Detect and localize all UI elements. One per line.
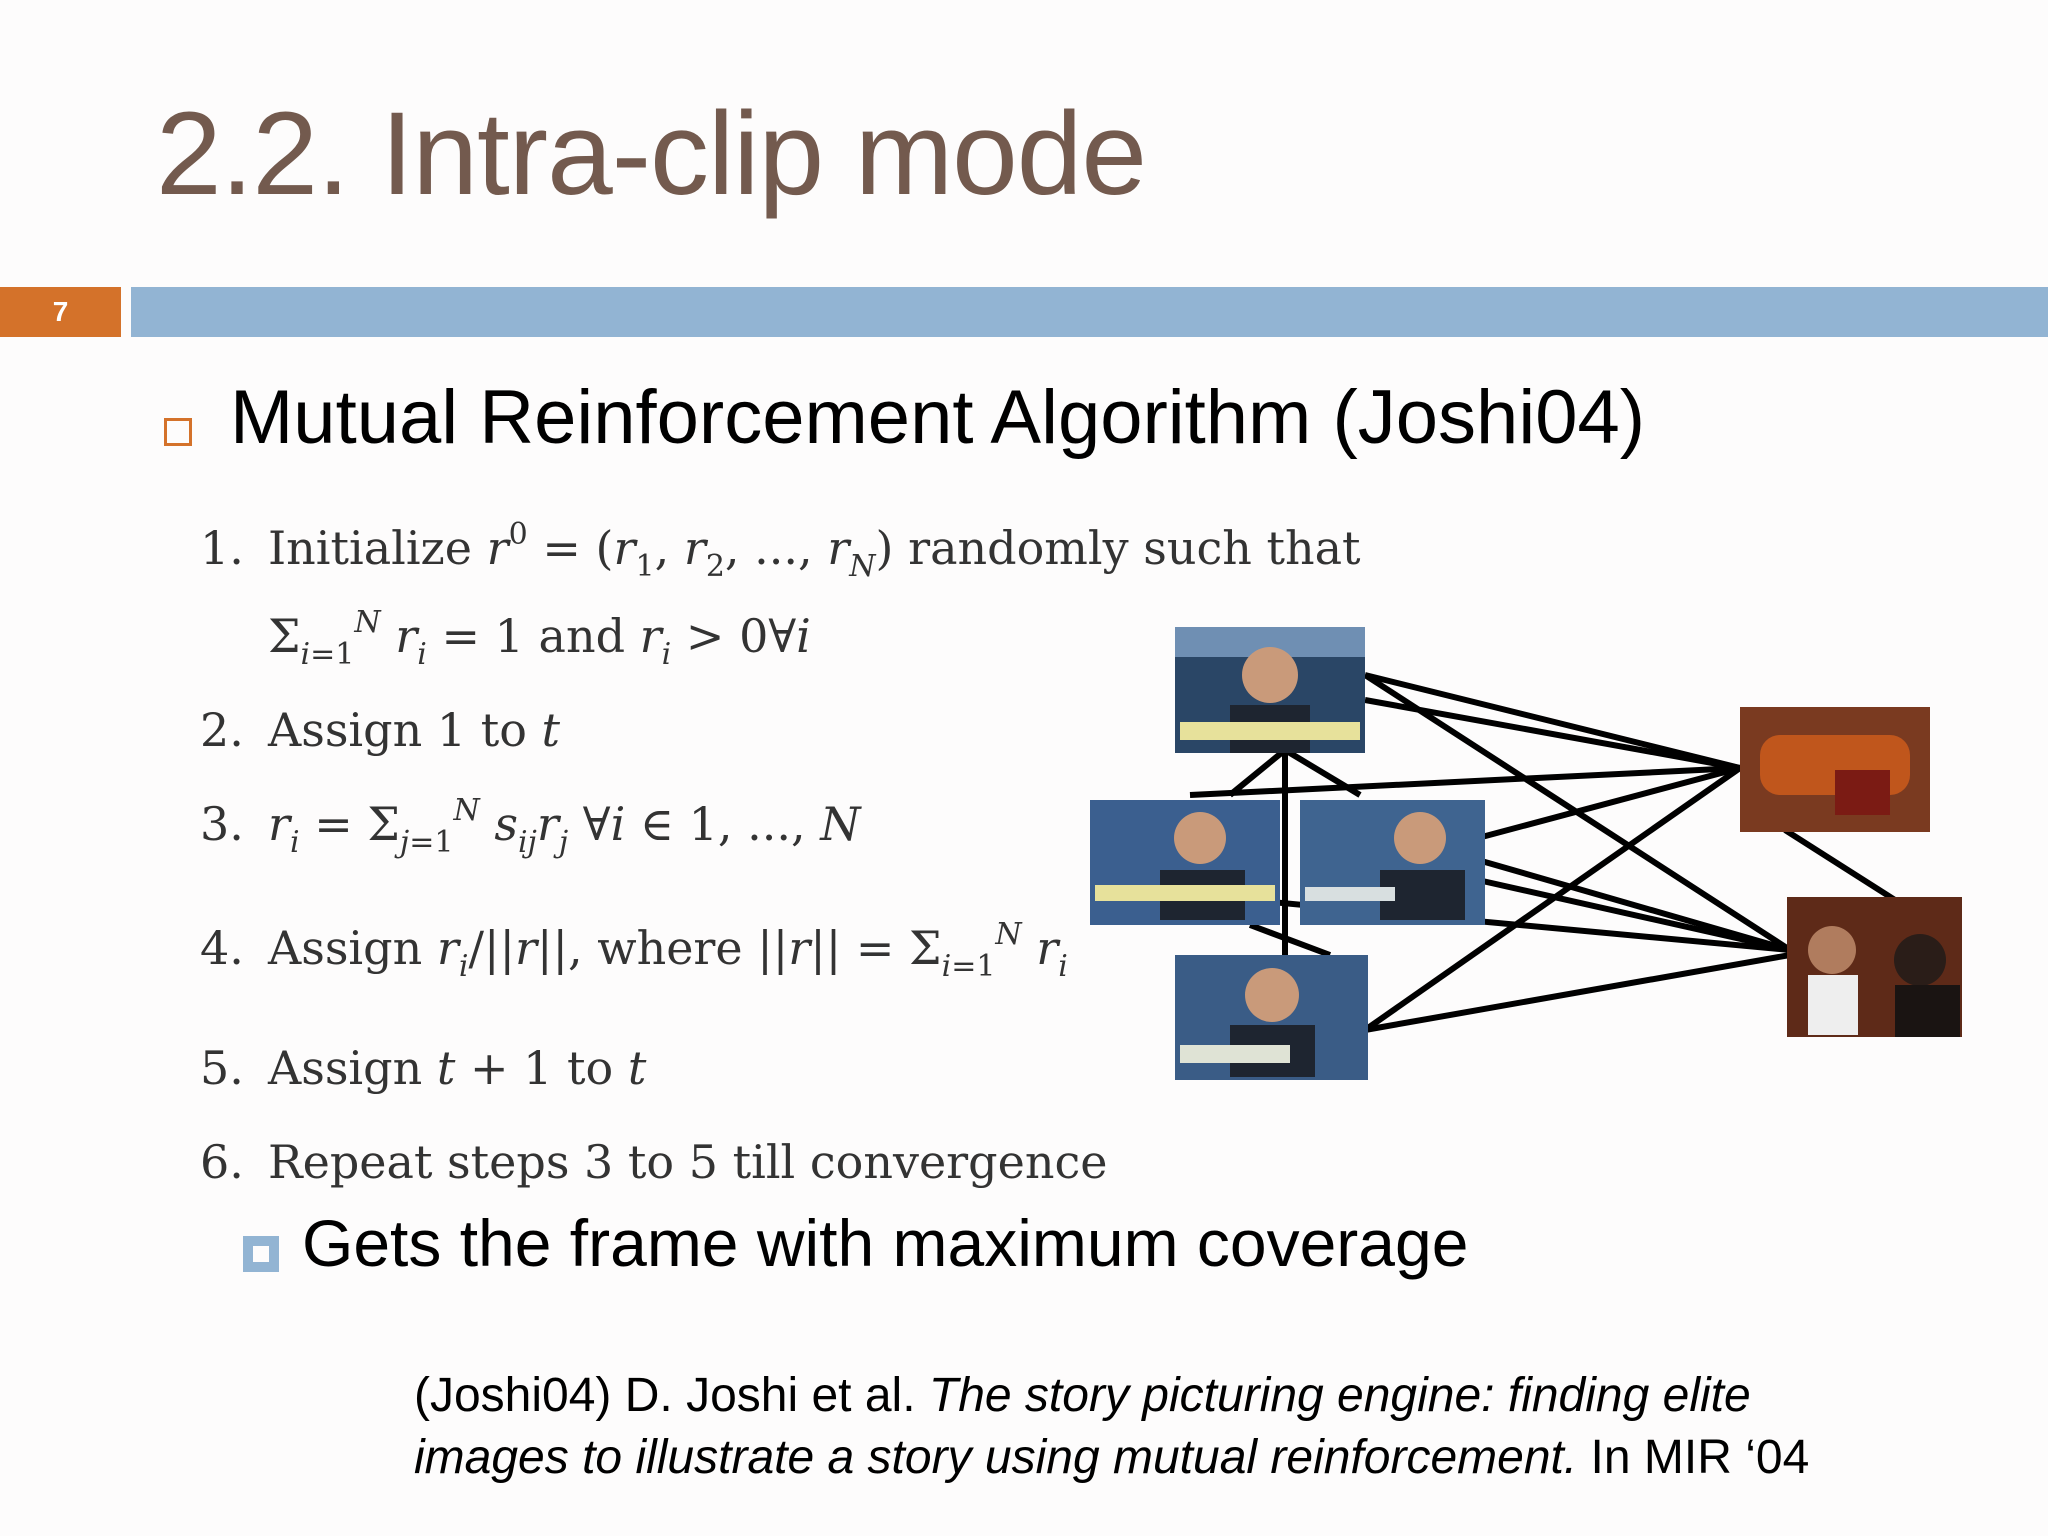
bullet-max-coverage: Gets the frame with maximum coverage (302, 1206, 1469, 1280)
reference-prefix: (Joshi04) D. Joshi et al. (414, 1369, 929, 1422)
video-frames (1090, 627, 1962, 1080)
step-1-tail: randomly such that (908, 521, 1361, 575)
square-bullet-icon (164, 418, 192, 446)
step-1-constraint: Σi=1N ri = 1 and ri > 0∀i (268, 605, 811, 672)
step-5: 5.Assign t + 1 to t (200, 1041, 647, 1095)
step-2-number: 2. (200, 703, 244, 757)
step-4-where: , where (567, 921, 743, 975)
step-6: 6.Repeat steps 3 to 5 till convergence (200, 1139, 1107, 1185)
step-6-text: Repeat steps 3 to 5 till convergence (268, 1135, 1108, 1189)
title-rule (131, 287, 2048, 337)
step-3: 3.ri = Σj=1N sijrj ∀i ∈ 1, ..., N (200, 793, 861, 860)
step-4-number: 4. (200, 921, 244, 975)
step-3-number: 3. (200, 797, 244, 851)
reference-title-line2: images to illustrate a story using mutua… (414, 1431, 1578, 1484)
step-1-number: 1. (200, 521, 244, 575)
step-1b-text: and (538, 609, 626, 663)
step-4: 4.Assign ri/||r||, where ||r|| = Σi=1N r… (200, 917, 1068, 984)
step-2: 2.Assign 1 to t (200, 703, 561, 757)
reference-suffix: In MIR ‘04 (1577, 1431, 1810, 1484)
step-2-text: Assign 1 to (268, 703, 527, 757)
step-1-formula: r0 = (r1, r2, ..., rN) (486, 517, 894, 584)
step-1-text: Initialize (268, 521, 473, 575)
step-6-number: 6. (200, 1135, 244, 1189)
graph-edges (1189, 672, 1897, 1033)
step-5-tail: to (567, 1041, 614, 1095)
step-5-text: Assign (268, 1041, 423, 1095)
square-sub-bullet-icon (243, 1236, 279, 1272)
step-5-number: 5. (200, 1041, 244, 1095)
bullet-mutual-reinforcement: Mutual Reinforcement Algorithm (Joshi04) (230, 375, 1646, 460)
slide-number: 7 (0, 287, 121, 337)
step-1: 1. Initialize r0 = (r1, r2, ..., rN) rand… (200, 520, 1360, 582)
reference-title-line1: The story picturing engine: finding elit… (928, 1369, 1751, 1422)
reference-citation: (Joshi04) D. Joshi et al. The story pict… (414, 1365, 1809, 1489)
step-4-text: Assign (268, 921, 423, 975)
slide-title: 2.2. Intra-clip mode (156, 88, 1147, 220)
